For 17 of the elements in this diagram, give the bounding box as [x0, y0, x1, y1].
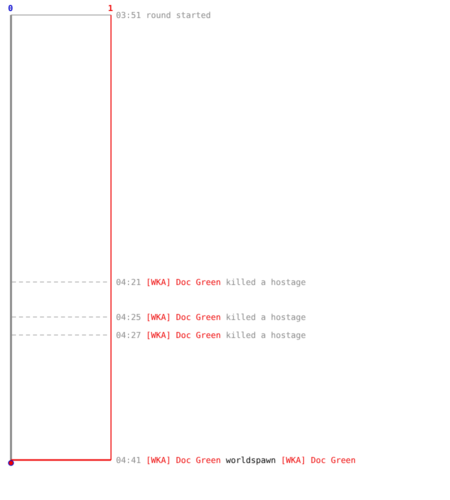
timestamp: 04:41 [116, 455, 141, 465]
event-text: round started [146, 10, 211, 20]
event-text: worldspawn [226, 455, 276, 465]
timestamp: 04:27 [116, 330, 141, 340]
player-name: [WKA] Doc Green [146, 312, 221, 322]
timestamp: 03:51 [116, 10, 141, 20]
event-text: killed a hostage [226, 312, 306, 322]
player-name: [WKA] Doc Green [146, 455, 221, 465]
player-name: [WKA] Doc Green [146, 277, 221, 287]
event-text: killed a hostage [226, 330, 306, 340]
event-text: killed a hostage [226, 277, 306, 287]
player-name: [WKA] Doc Green [146, 330, 221, 340]
timestamp: 04:25 [116, 312, 141, 322]
player-marker: 1 [108, 3, 113, 13]
player-marker: 0 [8, 3, 13, 13]
timestamp: 04:21 [116, 277, 141, 287]
player-name: [WKA] Doc Green [280, 455, 356, 465]
